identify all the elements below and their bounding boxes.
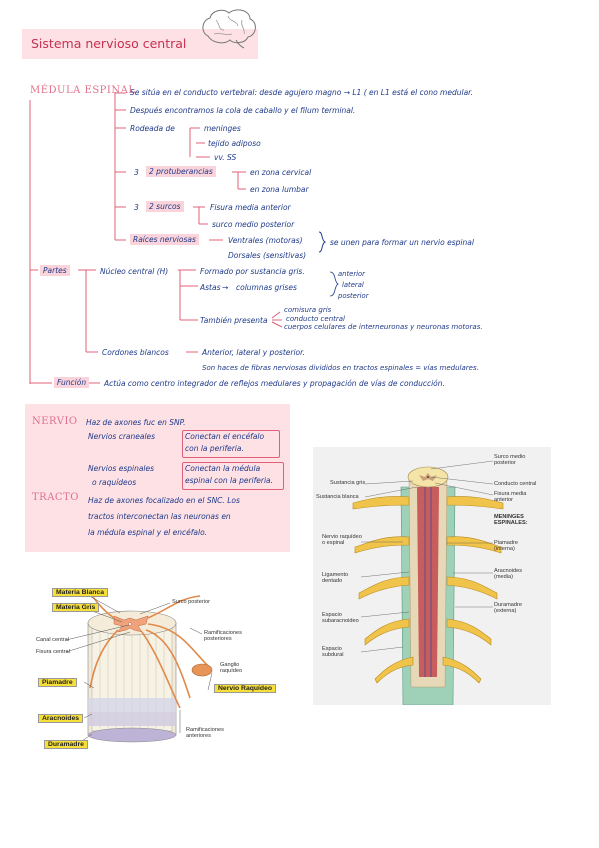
rodeada-item-1: meninges (204, 124, 241, 133)
spinal-cross-section-figure (65, 589, 213, 743)
craneales-note-2: con la periferia. (185, 444, 244, 453)
cordones-line1: Anterior, lateral y posterior. (202, 348, 305, 357)
medula-label: MÉDULA ESPINAL (30, 85, 136, 96)
label-materia-gris: Materia Gris (52, 603, 100, 612)
rodeada-item-3: vv. SS (214, 153, 237, 162)
espinales-label-1: Nervios espinales (88, 464, 155, 473)
meninges-figure (352, 460, 504, 705)
label-sustancia-gris: Sustancia gris (330, 480, 366, 486)
rodeada-item-2: tejido adiposo (208, 139, 261, 148)
page-title: Sistema nervioso central (31, 36, 187, 51)
funcion-tag: Función (54, 377, 90, 388)
funcion-text: Actúa como centro integrador de reflejos… (104, 379, 445, 388)
tracto-line1: Haz de axones focalizado en el SNC. Los (88, 496, 240, 505)
protub-item-2: en zona lumbar (250, 185, 309, 194)
tambien-item-3: cuerpos celulares de interneuronas y neu… (284, 323, 483, 331)
raices-note: se unen para formar un nervio espinal (330, 238, 474, 247)
label-surco-posterior: Surco posterior (172, 599, 210, 605)
protub-prefix: 3 (134, 168, 139, 177)
medula-line2: Después encontramos la cola de caballo y… (130, 106, 356, 115)
label-sustancia-blanca: Sustancia blanca (316, 494, 359, 500)
medula-line1: Se sitúa en el conducto vertebral: desde… (130, 88, 473, 97)
surcos-item-1: Fisura media anterior (210, 203, 291, 212)
label-materia-blanca: Materia Blanca (52, 588, 108, 597)
tambien-item-1: comisura gris (284, 306, 332, 314)
protub-tag: 2 protuberancias (146, 166, 216, 177)
surcos-tag: 2 surcos (146, 201, 184, 212)
nervio-def: Haz de axones fuc en SNP. (86, 418, 186, 427)
label-duramadre: Duramadre (44, 740, 88, 749)
columnas-item-3: posterior (338, 292, 369, 300)
astas-label: Astas (200, 283, 221, 292)
formado-text: Formado por sustancia gris. (200, 267, 305, 276)
nervio-tracto-panel (25, 404, 290, 552)
espinales-note-2: espinal con la periferia. (185, 476, 274, 485)
label-ramificaciones-posteriores: Ramificaciones posteriores (204, 630, 242, 642)
partes-tag: Partes (40, 265, 70, 276)
label-piamadre-interna: Piamadre (interna) (494, 540, 518, 552)
craneales-note-1: Conectan el encéfalo (185, 432, 265, 441)
label-ramificaciones-anteriores: Ramificaciones anteriores (186, 727, 224, 739)
columnas-label: columnas grises (236, 283, 297, 292)
craneales-note-box: Conectan el encéfalo con la periferia. (182, 430, 280, 458)
columnas-item-2: lateral (342, 281, 364, 289)
tracto-label: TRACTO (32, 492, 79, 503)
label-fisura-central: Fisura central (36, 649, 70, 655)
cordones-line2: Son haces de fibras nerviosas divididos … (202, 364, 479, 372)
title-band (22, 29, 258, 59)
label-ganglio: Ganglio raquídeo (220, 662, 243, 674)
tracto-line2: tractos interconectan las neuronas en (88, 512, 231, 521)
label-meninges-espinales: MENINGES ESPINALES: (494, 514, 528, 526)
arrow-glyph: → (222, 283, 229, 292)
label-aracnoides-media: Aracnoides (media) (494, 568, 522, 580)
nervio-label: NERVIO (32, 416, 78, 427)
raices-tag: Raíces nerviosas (130, 234, 199, 245)
nucleo-label: Núcleo central (H) (100, 267, 169, 276)
rodeada-label: Rodeada de (130, 124, 175, 133)
surcos-item-2: surco medio posterior (212, 220, 295, 229)
label-espacio-subdural: Espacio subdural (322, 646, 344, 658)
tambien-label: También presenta (200, 316, 268, 325)
raices-item-1: Ventrales (motoras) (228, 236, 303, 245)
tambien-item-2: conducto central (286, 315, 345, 323)
espinales-note-box: Conectan la médula espinal con la perife… (182, 462, 284, 490)
label-nervio-raquideo-espinal: Nervio raquídeo o espinal (322, 534, 362, 546)
protub-item-1: en zona cervical (250, 168, 312, 177)
raices-item-2: Dorsales (sensitivas) (228, 251, 307, 260)
espinales-note-1: Conectan la médula (185, 464, 261, 473)
label-canal-central: Canal central (36, 637, 69, 643)
columnas-item-1: anterior (338, 270, 365, 278)
label-aracnoides: Aracnoides (38, 714, 84, 723)
label-surco-medio-posterior: Surco medio posterior (494, 454, 526, 466)
label-duramadre-externa: Duramadre (externa) (494, 602, 522, 614)
label-conducto-central: Conducto central (494, 481, 537, 487)
label-ligamento-dentado: Ligamento dentado (322, 572, 349, 584)
surcos-prefix: 3 (134, 203, 139, 212)
espinales-label-2: o raquídeos (92, 478, 137, 487)
cordones-label: Cordones blancos (102, 348, 169, 357)
tracto-line3: la médula espinal y el encéfalo. (88, 528, 208, 537)
label-piamadre: Piamadre (38, 678, 77, 687)
craneales-label: Nervios craneales (88, 432, 156, 441)
label-nervio-raquideo: Nervio Raquídeo (214, 684, 277, 693)
label-espacio-subaracnoideo: Espacio subaracnoideo (322, 612, 359, 624)
label-fisura-media-anterior: Fisura media anterior (494, 491, 527, 503)
brain-icon (202, 9, 256, 49)
